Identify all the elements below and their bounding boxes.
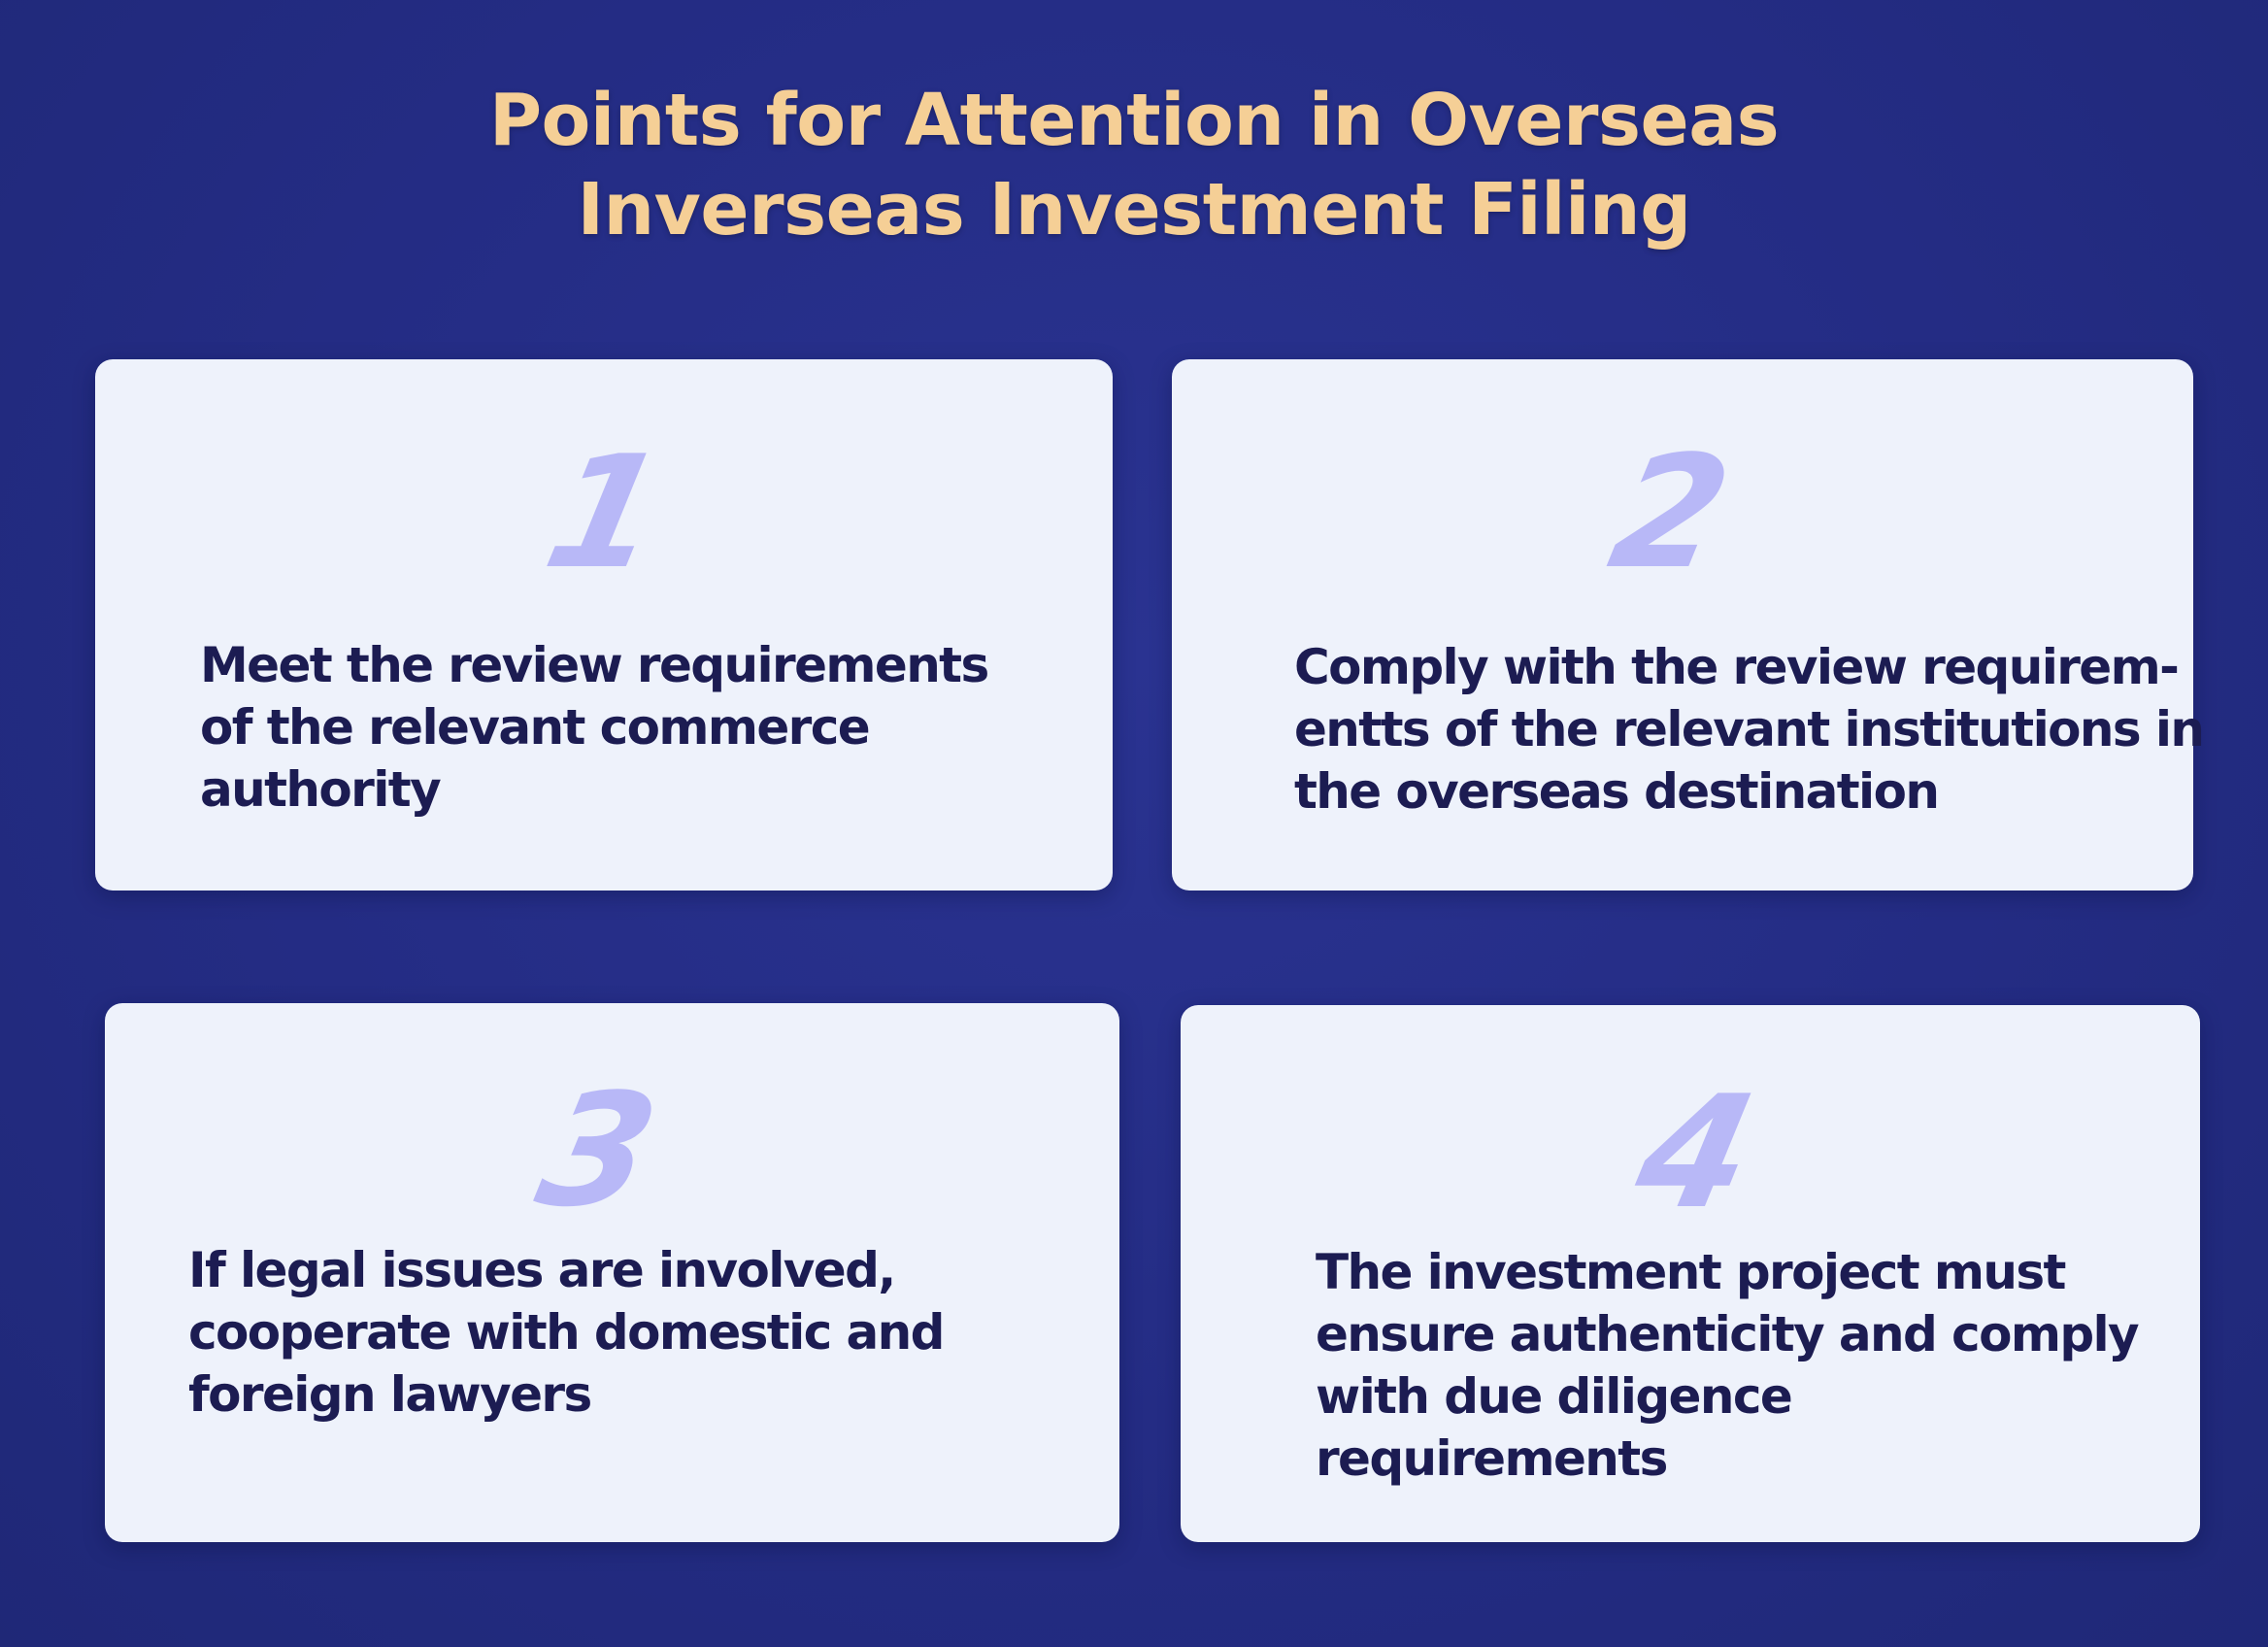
point-text-2: Comply with the review requirem- entts o… (1294, 636, 2205, 823)
point-1-line-2: of the relevant commerce (200, 699, 871, 756)
point-number-1: 1 (532, 421, 680, 603)
point-3-line-1: If legal issues are involved, (188, 1242, 896, 1298)
point-card-2: 2 Comply with the review requirem- entts… (1172, 359, 2205, 891)
point-4-line-1: The investment project must (1316, 1244, 2066, 1300)
point-text-4: The investment project must ensure authe… (1316, 1241, 2140, 1490)
page-title: Points for Attention in Overseas Inverse… (0, 76, 2268, 254)
point-number-4: 4 (1622, 1061, 1770, 1243)
point-2-line-1: Comply with the review requirem- (1294, 639, 2180, 695)
point-number-2: 2 (1597, 421, 1745, 603)
point-card-1: 1 Meet the review requirements of the re… (95, 359, 1113, 891)
point-1-line-1: Meet the review requirements (200, 637, 989, 693)
point-4-line-2: ensure authenticity and comply (1316, 1306, 2140, 1362)
point-card-3: 3 If legal issues are involved, cooperat… (105, 1003, 1119, 1542)
point-text-3: If legal issues are involved, cooperate … (188, 1239, 945, 1426)
point-card-4: 4 The investment project must ensure aut… (1181, 1005, 2200, 1542)
point-4-line-3: with due diligence (1316, 1368, 1793, 1425)
title-line-2: Inverseas Investment Filing (577, 168, 1691, 252)
point-3-line-2: cooperate with domestic and (188, 1304, 945, 1361)
point-1-line-3: authority (200, 761, 442, 818)
point-number-3: 3 (524, 1059, 672, 1241)
point-4-line-4: requirements (1316, 1430, 1668, 1487)
title-line-1: Points for Attention in Overseas (488, 79, 1780, 162)
point-3-line-3: foreign lawyers (188, 1366, 592, 1423)
point-2-line-3: the overseas destination (1294, 763, 1940, 820)
point-2-line-2: entts of the relevant institutions in (1294, 701, 2205, 757)
point-text-1: Meet the review requirements of the rele… (200, 634, 989, 821)
